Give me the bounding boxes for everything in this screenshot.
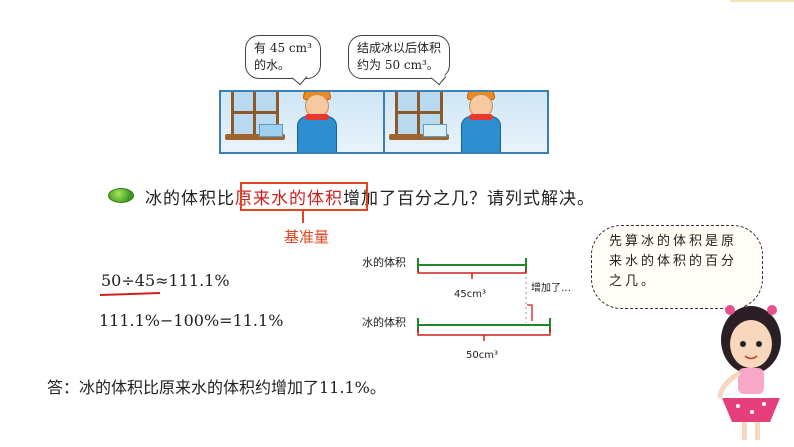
highlight-pointer (302, 209, 304, 223)
bubble-line: 有 45 cm³ (254, 41, 312, 55)
water-container-illustration (259, 124, 283, 137)
baseline-label: 基准量 (284, 228, 330, 246)
ice-value: 50cm³ (466, 350, 498, 361)
ice-container-illustration (423, 124, 447, 137)
increase-brace (527, 304, 533, 321)
window-illustration (231, 92, 279, 140)
highlight-box (240, 182, 368, 211)
question-highlight: 原来水的体积 (235, 189, 343, 209)
ice-label: 冰的体积 (362, 315, 406, 329)
ice-brace (417, 329, 551, 336)
girl-skirt (722, 398, 780, 422)
segment-diagram: 水的体积 45cm³ 增加了… 冰的体积 50cm³ (362, 255, 571, 361)
hint-bubble: 先算冰的体积是原来水的体积的百分之几。 (591, 225, 763, 316)
water-brace (417, 269, 527, 274)
bubble-line: 约为 50 cm³。 (357, 58, 439, 72)
girl-face (730, 320, 772, 368)
calculation-step-1: 50÷45≈111.1% (101, 271, 230, 290)
hint-text: 先算冰的体积是原来水的体积的百分之几。 (609, 234, 738, 289)
girl-shirt (738, 368, 764, 394)
girl-illustration (717, 305, 781, 440)
speech-bubble-ice: 结成冰以后体积 约为 50 cm³。 (348, 35, 451, 86)
answer-text: 答：冰的体积比原来水的体积约增加了11.1%。 (47, 378, 386, 397)
water-value: 45cm³ (454, 289, 486, 300)
increase-label: 增加了… (531, 281, 571, 294)
question-text: 冰的体积比原来水的体积增加了百分之几？请列式解决。 (145, 184, 595, 209)
water-label: 水的体积 (362, 255, 406, 269)
calculation-step-2: 111.1%−100%=11.1% (99, 311, 284, 330)
illustration-panel-water (219, 90, 385, 154)
calc-underline (99, 291, 161, 297)
green-bullet-icon (108, 188, 134, 203)
illustration-panel-ice (383, 90, 549, 154)
bubble-line: 的水。 (254, 58, 291, 72)
bubble-line: 结成冰以后体积 (357, 41, 442, 55)
question-pre: 冰的体积比 (145, 189, 235, 209)
question-post: 增加了百分之几？请列式解决。 (343, 189, 595, 209)
speech-bubble-water: 有 45 cm³ 的水。 (245, 35, 321, 86)
top-decor-line (730, 0, 794, 2)
